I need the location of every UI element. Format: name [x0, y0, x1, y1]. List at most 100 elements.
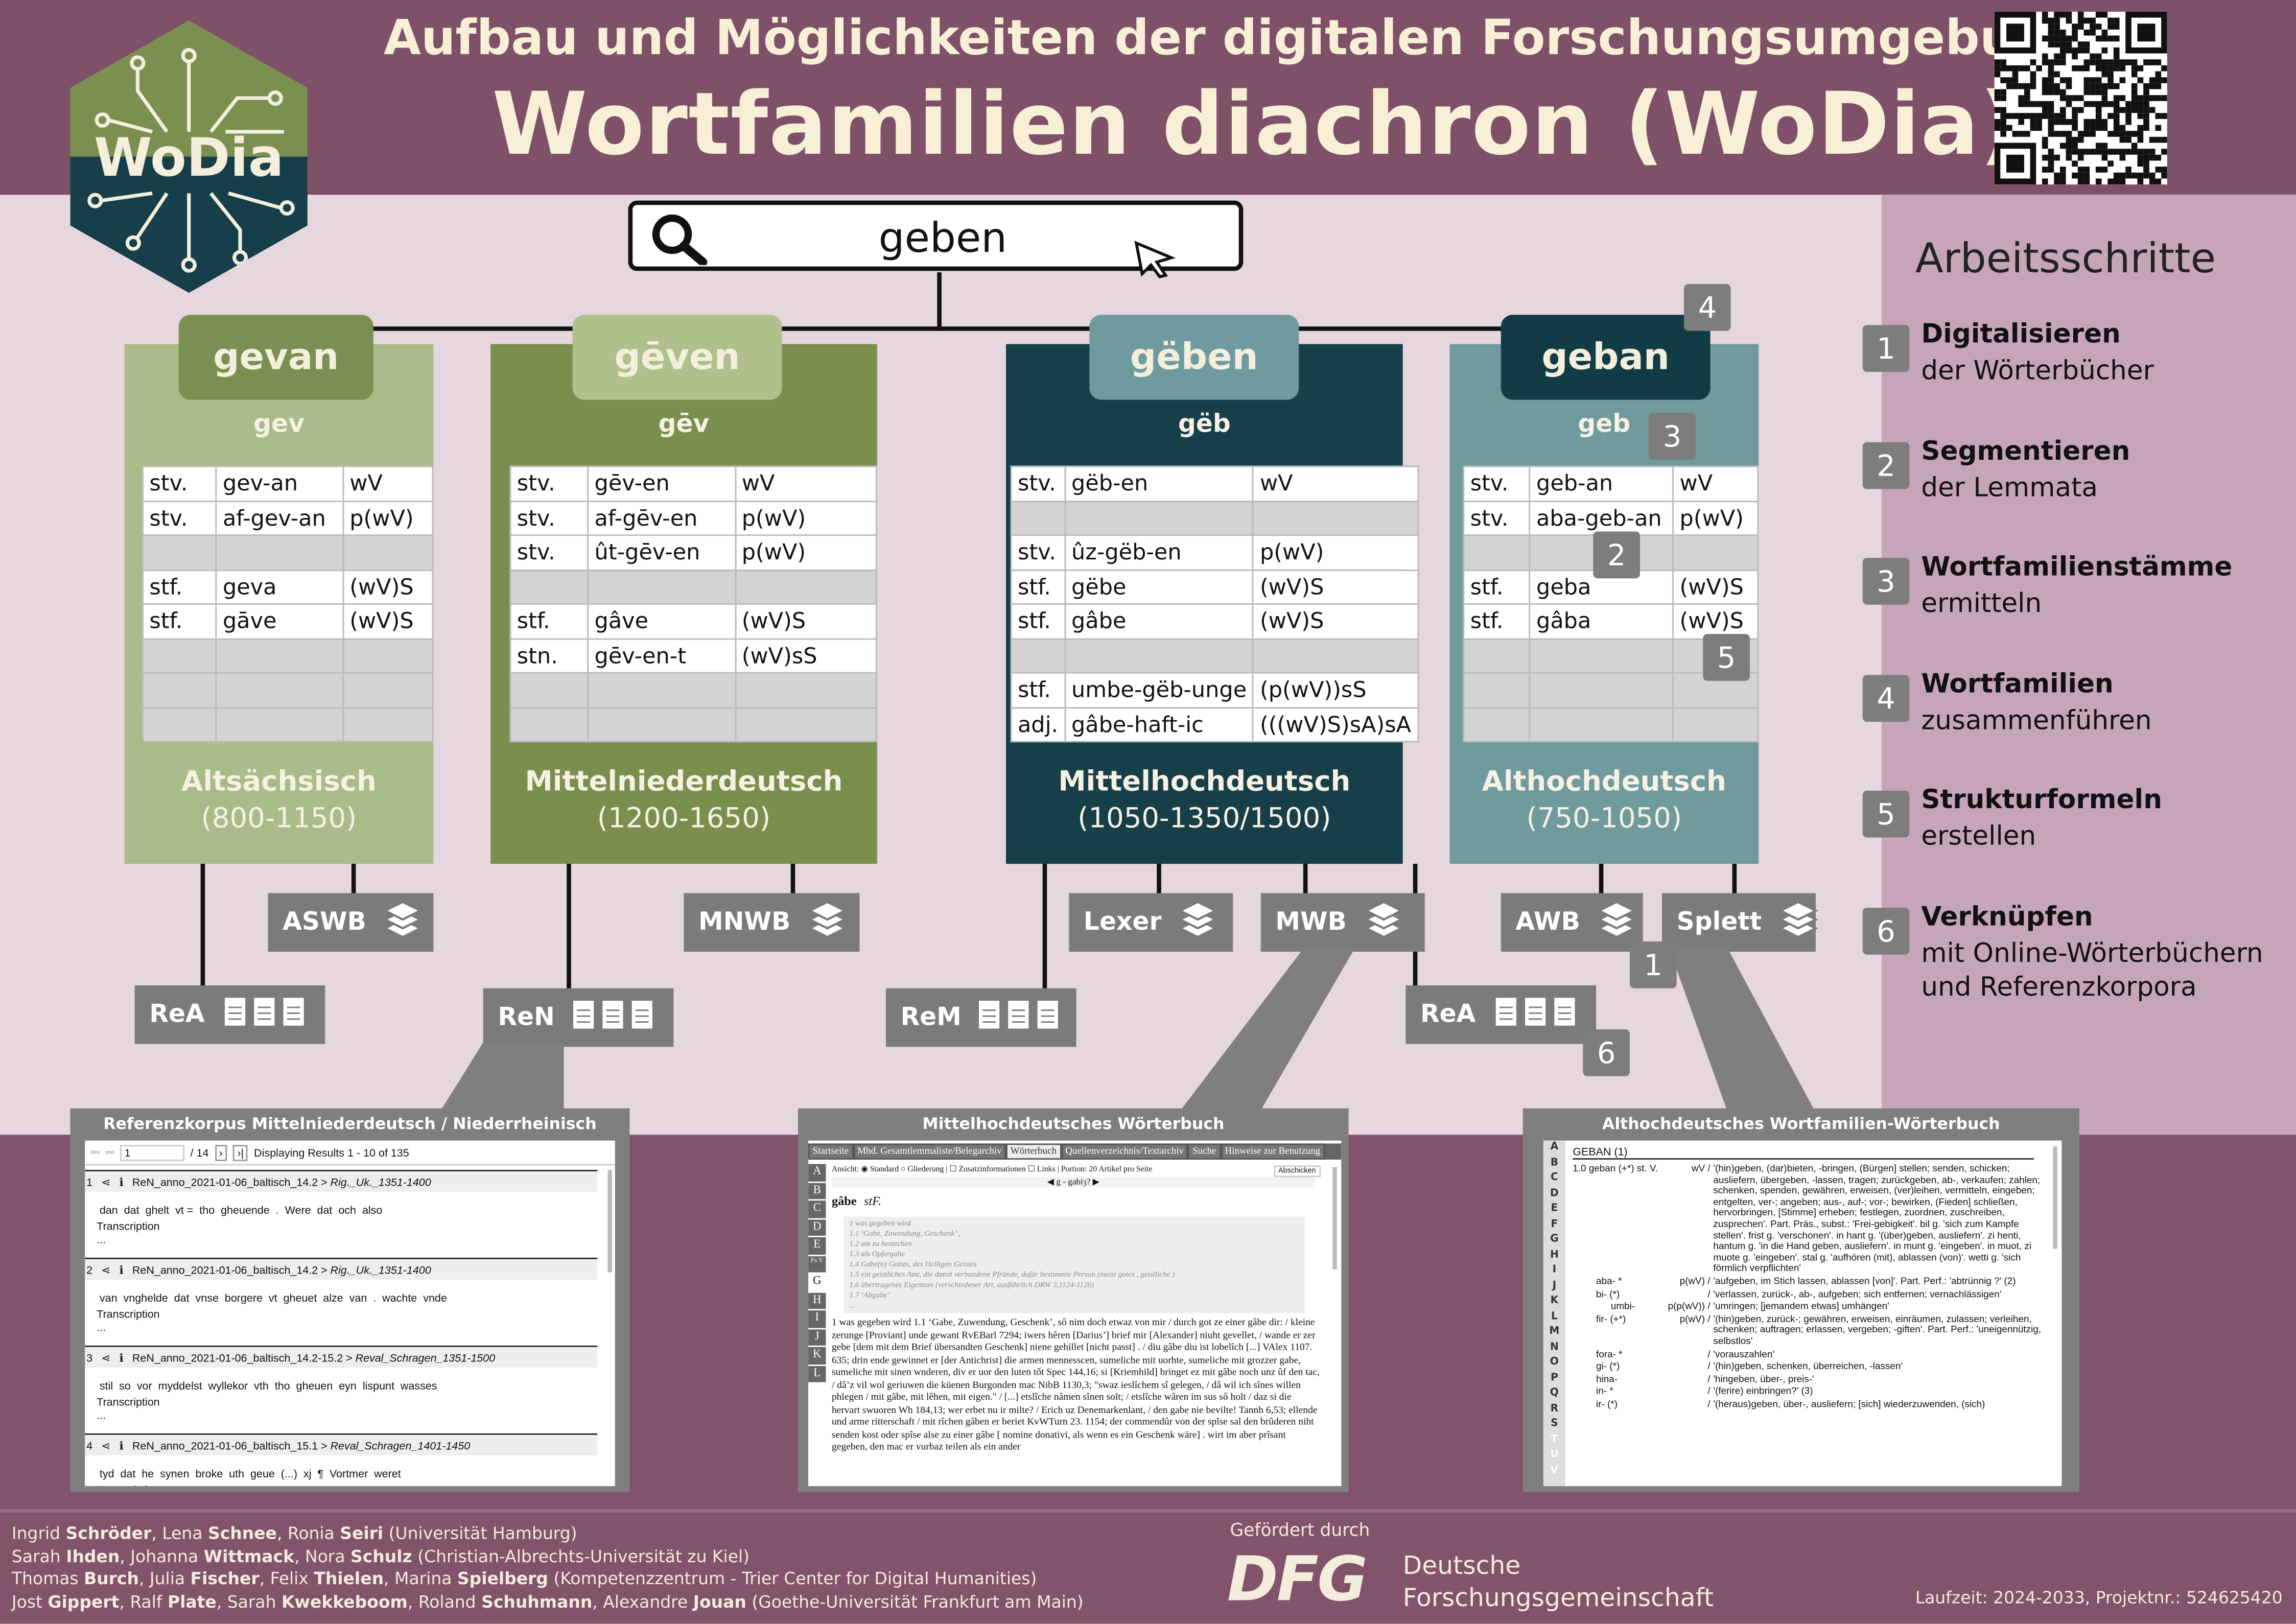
dictionary-link-mwb[interactable]: MWB: [1260, 893, 1425, 952]
scrollbar[interactable]: [607, 1170, 613, 1273]
share-icon[interactable]: ⋖: [101, 1263, 111, 1276]
letter-button[interactable]: M: [1549, 1325, 1560, 1337]
headword-tab[interactable]: gëben: [1089, 315, 1299, 400]
letter-button[interactable]: D: [1550, 1186, 1559, 1198]
sense-item[interactable]: 1.2 um zu bestechen: [849, 1240, 912, 1249]
letter-button[interactable]: S: [1551, 1417, 1558, 1429]
letter-button[interactable]: H: [808, 1292, 826, 1309]
last-page-button[interactable]: ›|: [232, 1144, 248, 1161]
letter-button[interactable]: Fs.V: [808, 1255, 826, 1273]
letter-button[interactable]: A: [1550, 1140, 1559, 1152]
scrollbar[interactable]: [2053, 1146, 2057, 1249]
hit-document[interactable]: ReN_anno_2021-01-06_baltisch_14.2-15.2 >: [132, 1350, 353, 1364]
pos-cell: [509, 672, 589, 708]
headword-tab[interactable]: geban: [1501, 315, 1711, 400]
nav-tab[interactable]: Startseite: [808, 1143, 853, 1160]
letter-button[interactable]: B: [1550, 1156, 1559, 1168]
letter-button[interactable]: O: [1550, 1356, 1559, 1368]
author-surname: Burch: [84, 1568, 139, 1589]
more-toggle[interactable]: ...: [97, 1321, 106, 1334]
next-page-button[interactable]: ›: [214, 1144, 227, 1161]
hit-text[interactable]: Reval_Schragen_1401-1450: [330, 1438, 471, 1452]
share-icon[interactable]: ⋖: [101, 1438, 111, 1452]
letter-button[interactable]: J: [1552, 1279, 1557, 1291]
hit-text[interactable]: Reval_Schragen_1351-1500: [355, 1350, 496, 1364]
letter-button[interactable]: B: [808, 1182, 826, 1199]
corpus-link-rem[interactable]: ReM: [885, 988, 1076, 1047]
sense-item[interactable]: 1 was gegeben wird: [849, 1219, 911, 1229]
more-toggle[interactable]: ...: [97, 1408, 106, 1422]
letter-button[interactable]: R: [1550, 1402, 1559, 1414]
sense-item[interactable]: 1.5 ein geistliches Amt, die damit verbu…: [849, 1270, 1175, 1280]
nav-tab[interactable]: Quellenverzeichnis/Textarchiv: [1061, 1143, 1188, 1160]
sense-item[interactable]: 1.1 ‘Gabe, Zuwendung, Geschenk’ ,: [849, 1230, 960, 1239]
more-toggle[interactable]: ...: [97, 1233, 106, 1246]
hit-text[interactable]: Rig._Uk._1351-1400: [330, 1263, 431, 1276]
corpus-link-ren[interactable]: ReN: [483, 988, 674, 1047]
transcription-toggle[interactable]: Transcription: [85, 1483, 597, 1486]
page-nav-button[interactable]: [105, 1150, 114, 1154]
transcription-toggle[interactable]: Transcription: [97, 1219, 160, 1233]
corpus-link-rea[interactable]: ReA: [1405, 985, 1597, 1044]
transcription-toggle[interactable]: Transcription: [97, 1307, 160, 1321]
view-options[interactable]: Ansicht: ◉ Standard ○ Gliederung | ☐ Zus…: [831, 1165, 1153, 1174]
nav-tab[interactable]: Mhd. Gesamtlemmaliste/Belegarchiv: [853, 1143, 1006, 1160]
hit-text[interactable]: Rig._Uk._1351-1400: [330, 1175, 431, 1188]
sense-item[interactable]: ...: [849, 1301, 855, 1311]
letter-button[interactable]: F: [1551, 1217, 1558, 1230]
share-icon[interactable]: ⋖: [101, 1350, 111, 1364]
hit-document[interactable]: ReN_anno_2021-01-06_baltisch_14.2 >: [132, 1263, 327, 1276]
sense-item[interactable]: 1.4 Gabe(n) Gottes, des Heiligen Geistes: [849, 1260, 977, 1269]
page-nav-button[interactable]: [90, 1150, 100, 1154]
dictionary-link-mnwb[interactable]: MNWB: [684, 893, 860, 952]
letter-button[interactable]: N: [1550, 1340, 1559, 1352]
search-input[interactable]: geben: [628, 200, 1244, 278]
submit-button[interactable]: Abschicken: [1274, 1165, 1321, 1178]
headword-tab[interactable]: gevan: [178, 315, 373, 400]
letter-button[interactable]: K: [808, 1347, 826, 1364]
dictionary-link-awb[interactable]: AWB: [1501, 893, 1643, 952]
letter-button[interactable]: E: [1551, 1202, 1558, 1214]
nav-tab[interactable]: Wörterbuch: [1006, 1143, 1061, 1160]
info-icon[interactable]: ℹ: [119, 1175, 124, 1188]
scrollbar[interactable]: [1332, 1167, 1337, 1269]
dictionary-link-splett[interactable]: Splett: [1662, 893, 1818, 952]
hit-document[interactable]: ReN_anno_2021-01-06_baltisch_14.2 >: [132, 1175, 327, 1188]
transcription-toggle[interactable]: Transcription: [97, 1395, 160, 1409]
letter-button[interactable]: J: [808, 1328, 826, 1346]
letter-button[interactable]: U: [1550, 1448, 1559, 1460]
headword-tab[interactable]: gēven: [572, 315, 782, 400]
sense-item[interactable]: 1.6 übertragenes Eigentum (verschiedener…: [849, 1281, 1094, 1290]
sense-item[interactable]: 1.7 ‘Abgabe’: [849, 1291, 890, 1301]
share-icon[interactable]: ⋖: [101, 1175, 111, 1188]
info-icon[interactable]: ℹ: [119, 1438, 124, 1452]
sense-item[interactable]: 1.3 als Opfergabe: [849, 1250, 905, 1259]
letter-button[interactable]: G: [1550, 1233, 1559, 1245]
letter-button[interactable]: V: [1550, 1463, 1559, 1475]
nav-tab[interactable]: Hinweise zur Benutzung: [1220, 1143, 1325, 1160]
info-icon[interactable]: ℹ: [119, 1263, 124, 1276]
dictionary-link-aswb[interactable]: ASWB: [268, 893, 434, 952]
letter-button[interactable]: Q: [1550, 1386, 1559, 1399]
letter-button[interactable]: C: [1550, 1171, 1558, 1183]
letter-button[interactable]: G: [808, 1274, 826, 1291]
letter-button[interactable]: H: [1550, 1248, 1559, 1260]
letter-button[interactable]: I: [808, 1310, 826, 1328]
letter-button[interactable]: K: [1550, 1294, 1559, 1306]
letter-button[interactable]: L: [1551, 1309, 1558, 1322]
letter-button[interactable]: I: [1552, 1263, 1557, 1276]
letter-button[interactable]: A: [808, 1164, 826, 1181]
letter-button[interactable]: P: [1550, 1371, 1558, 1383]
info-icon[interactable]: ℹ: [119, 1350, 124, 1364]
letter-button[interactable]: T: [1551, 1432, 1558, 1445]
letter-button[interactable]: D: [808, 1219, 826, 1236]
range-navigator[interactable]: ◀ g - gabiȝ? ▶: [831, 1177, 1315, 1188]
hit-document[interactable]: ReN_anno_2021-01-06_baltisch_15.1 >: [132, 1438, 327, 1452]
nav-tab[interactable]: Suche: [1188, 1143, 1221, 1160]
corpus-link-rea[interactable]: ReA: [134, 985, 325, 1044]
letter-button[interactable]: E: [808, 1237, 826, 1254]
letter-button[interactable]: L: [808, 1365, 826, 1382]
page-input[interactable]: 1: [120, 1144, 185, 1161]
letter-button[interactable]: C: [808, 1201, 826, 1218]
dictionary-link-lexer[interactable]: Lexer: [1069, 893, 1233, 952]
